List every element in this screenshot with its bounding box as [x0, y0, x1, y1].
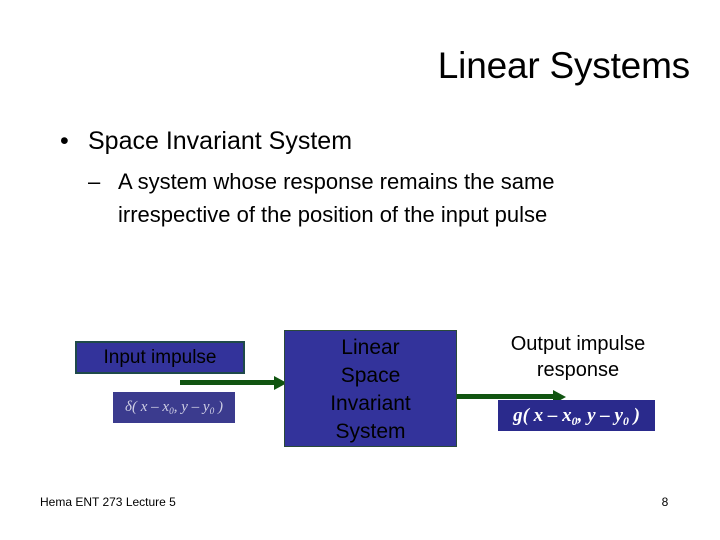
input-impulse-box: Input impulse: [75, 341, 245, 374]
footer-page-number: 8: [661, 495, 669, 509]
arrow-head: [274, 376, 287, 390]
bullet-level-2: – A system whose response remains the sa…: [84, 165, 652, 231]
bullet-marker-dot: •: [60, 127, 69, 155]
system-line-3: Invariant: [330, 392, 411, 415]
bullet-level-2-text: A system whose response remains the same…: [118, 169, 555, 227]
footer-credit: Hema ENT 273 Lecture 5: [40, 495, 176, 509]
arrow-shaft: [180, 380, 275, 385]
system-line-1: Linear: [341, 336, 400, 359]
system-line-2: Space: [340, 364, 401, 387]
page-title: Linear Systems: [437, 45, 690, 86]
arrow-shaft: [457, 394, 554, 399]
input-impulse-label: Input impulse: [103, 347, 217, 368]
input-formula-box: δ( x – x0, y – y0 ): [113, 392, 235, 423]
bullet-level-1-text: Space Invariant System: [88, 127, 353, 155]
bullet-level-1: • Space Invariant System: [52, 125, 652, 157]
system-line-4: System: [335, 420, 406, 443]
body-content: • Space Invariant System – A system whos…: [52, 125, 652, 231]
input-formula-text: δ( x – x0, y – y0 ): [125, 399, 223, 417]
output-formula-box: g( x – x0, y – y0 ): [498, 400, 655, 431]
linear-space-invariant-system-box: Linear Space Invariant System: [284, 330, 457, 447]
output-formula-text: g( x – x0, y – y0 ): [513, 405, 640, 428]
input-arrow-icon: [180, 376, 288, 390]
bullet-marker-dash: –: [88, 169, 101, 194]
output-impulse-label: Output impulse response: [510, 333, 646, 381]
